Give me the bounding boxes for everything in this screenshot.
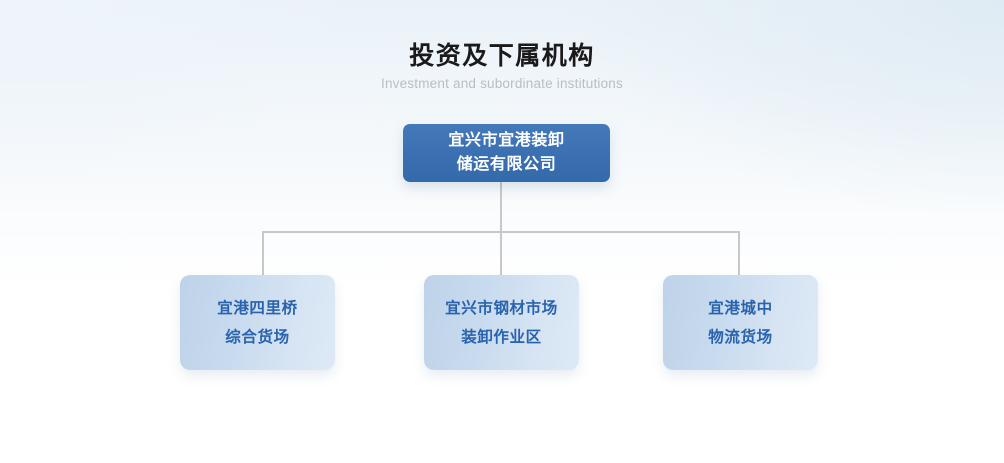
- org-node-child-2[interactable]: 宜兴市钢材市场 装卸作业区: [424, 275, 579, 370]
- page-subtitle: Investment and subordinate institutions: [381, 76, 623, 91]
- org-node-child-1[interactable]: 宜港四里桥 综合货场: [180, 275, 335, 370]
- connector-child-3-vertical: [738, 231, 740, 275]
- org-node-root[interactable]: 宜兴市宜港装卸 储运有限公司: [403, 124, 610, 182]
- org-node-child-1-label: 宜港四里桥 综合货场: [217, 299, 298, 346]
- page-heading: 投资及下属机构 Investment and subordinate insti…: [0, 40, 1004, 94]
- connector-root-vertical: [500, 182, 502, 233]
- org-node-child-3[interactable]: 宜港城中 物流货场: [663, 275, 818, 370]
- connector-child-1-vertical: [262, 231, 264, 275]
- connector-horizontal-bus: [262, 231, 740, 233]
- page-title: 投资及下属机构: [409, 42, 595, 70]
- org-node-root-label: 宜兴市宜港装卸 储运有限公司: [448, 132, 565, 173]
- connector-child-2-vertical: [500, 231, 502, 275]
- org-node-child-3-label: 宜港城中 物流货场: [708, 299, 773, 346]
- org-node-child-2-label: 宜兴市钢材市场 装卸作业区: [445, 299, 558, 346]
